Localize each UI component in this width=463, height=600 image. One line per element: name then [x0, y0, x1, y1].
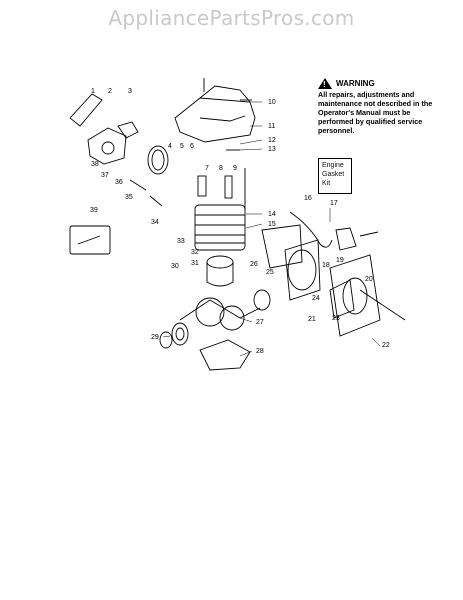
callout-11: 11 [268, 123, 275, 130]
callout-2: 2 [108, 88, 112, 95]
piston [206, 262, 234, 287]
callout-5: 5 [180, 143, 184, 150]
engine-cover [174, 97, 256, 143]
callout-35: 35 [125, 194, 133, 201]
callout-23: 23 [332, 315, 340, 322]
callout-17: 17 [330, 200, 338, 207]
callout-38: 38 [91, 161, 99, 168]
callout-8: 8 [219, 165, 223, 172]
callout-22: 22 [382, 342, 390, 349]
starter-housing [329, 254, 381, 337]
callout-4: 4 [168, 143, 172, 150]
recoil-spring [329, 279, 355, 319]
carburetor [87, 127, 127, 165]
engine-gasket-kit-label: Engine Gasket Kit [318, 158, 352, 194]
callout-26: 26 [250, 261, 258, 268]
callout-27: 27 [256, 319, 264, 326]
intake-boot [117, 121, 139, 139]
callout-25: 25 [266, 269, 274, 276]
site-watermark: AppliancePartsPros.com [108, 6, 355, 30]
ignition-module [261, 224, 303, 269]
ignition-wire [289, 211, 333, 248]
callout-12: 12 [268, 137, 276, 144]
cylinder [194, 204, 246, 251]
callout-37: 37 [101, 172, 109, 179]
warning-text: All repairs, adjustments and maintenance… [318, 90, 433, 135]
callout-3: 3 [128, 88, 132, 95]
callout-15: 15 [268, 221, 276, 228]
callout-33: 33 [177, 238, 185, 245]
intake-ring [147, 145, 169, 175]
callout-7: 7 [205, 165, 209, 172]
callout-29: 29 [151, 334, 159, 341]
warning-title: WARNING [336, 79, 375, 88]
air-filter [69, 93, 103, 127]
callout-34: 34 [151, 219, 159, 226]
callout-31: 31 [191, 260, 199, 267]
crankcase [199, 339, 251, 371]
callout-21: 21 [308, 316, 316, 323]
callout-28: 28 [256, 348, 264, 355]
callout-9: 9 [233, 165, 237, 172]
crankshaft [179, 299, 261, 321]
callout-36: 36 [115, 179, 123, 186]
warning-icon [318, 78, 332, 89]
warning-notice: WARNING All repairs, adjustments and mai… [318, 78, 442, 135]
callout-1: 1 [91, 88, 95, 95]
callout-30: 30 [171, 263, 179, 270]
flywheel [284, 239, 321, 301]
callout-32: 32 [191, 249, 199, 256]
callout-10: 10 [268, 99, 276, 106]
callout-20: 20 [365, 276, 373, 283]
callout-6: 6 [190, 143, 194, 150]
callout-13: 13 [268, 146, 276, 153]
callout-39: 39 [90, 207, 98, 214]
callout-14: 14 [268, 211, 276, 218]
callout-18: 18 [322, 262, 330, 269]
callout-24: 24 [312, 295, 320, 302]
callout-16: 16 [304, 195, 312, 202]
callout-19: 19 [336, 257, 344, 264]
